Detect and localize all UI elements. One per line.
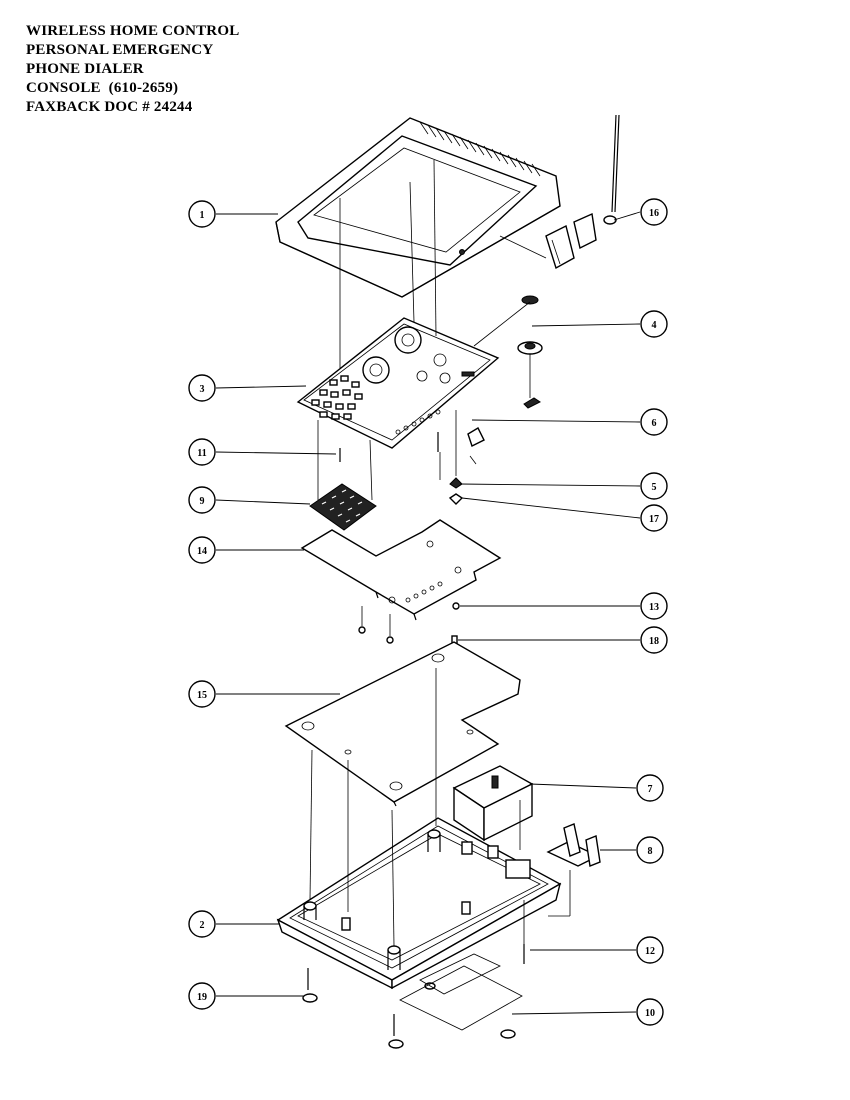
svg-text:18: 18 — [649, 636, 659, 647]
leader-lines — [215, 211, 641, 1015]
callout-8: 8 — [636, 836, 664, 864]
svg-text:2: 2 — [200, 920, 205, 931]
svg-text:11: 11 — [197, 448, 206, 459]
svg-text:19: 19 — [197, 992, 207, 1003]
svg-text:9: 9 — [200, 496, 205, 507]
svg-text:4: 4 — [652, 320, 657, 331]
title-line: FAXBACK DOC # 24244 — [26, 99, 193, 115]
callout-7: 7 — [636, 774, 664, 802]
callout-12: 12 — [636, 936, 664, 964]
keypad-plate-part — [296, 317, 500, 449]
assembly-guide-lines — [309, 159, 571, 947]
title-line: PHONE DIALER — [26, 61, 144, 77]
small-knob-part — [449, 477, 463, 489]
led-holes — [395, 409, 441, 435]
callout-19: 19 — [188, 982, 216, 1010]
board-screw-part — [358, 602, 460, 644]
callout-14: 14 — [188, 536, 216, 564]
callout-13: 13 — [640, 592, 668, 620]
switch-part — [467, 427, 485, 465]
callout-2: 2 — [188, 910, 216, 938]
callout-16: 16 — [640, 198, 668, 226]
svg-text:3: 3 — [200, 384, 205, 395]
svg-text:1: 1 — [200, 210, 205, 221]
base-housing-part — [276, 817, 562, 990]
svg-text:16: 16 — [649, 208, 659, 219]
vent-slots — [419, 121, 541, 177]
gasket-part — [448, 493, 464, 505]
callout-9: 9 — [188, 486, 216, 514]
title-line: WIRELESS HOME CONTROL — [26, 23, 240, 39]
callout-15: 15 — [188, 680, 216, 708]
foot-part — [302, 982, 516, 1049]
svg-text:6: 6 — [652, 418, 657, 429]
title-line: PERSONAL EMERGENCY — [26, 42, 214, 58]
svg-text:17: 17 — [649, 514, 659, 525]
insulator-sheet-part — [284, 641, 521, 807]
board-components — [388, 540, 462, 604]
svg-text:7: 7 — [648, 784, 653, 795]
callout-3: 3 — [188, 374, 216, 402]
callout-6: 6 — [640, 408, 668, 436]
label-sheet-part — [399, 953, 523, 1031]
callout-17: 17 — [640, 504, 668, 532]
callout-18: 18 — [640, 626, 668, 654]
svg-text:15: 15 — [197, 690, 207, 701]
title-line: CONSOLE (610-2659) — [26, 80, 179, 96]
callout-5: 5 — [640, 472, 668, 500]
svg-text:12: 12 — [645, 946, 655, 957]
callout-4: 4 — [640, 310, 668, 338]
screw-part — [339, 432, 439, 462]
callout-labels: 1 16 4 3 6 11 5 9 17 14 13 18 15 7 8 2 1… — [188, 198, 668, 1026]
antenna-part — [545, 114, 620, 270]
speaker-part — [517, 295, 543, 409]
svg-text:5: 5 — [652, 482, 657, 493]
svg-text:10: 10 — [645, 1008, 655, 1019]
top-cover-part — [275, 117, 561, 298]
callout-11: 11 — [188, 438, 216, 466]
callout-1: 1 — [188, 200, 216, 228]
rubber-keypad-part — [309, 483, 377, 531]
svg-text:8: 8 — [648, 846, 653, 857]
keypad-holes — [311, 375, 363, 420]
svg-text:13: 13 — [649, 602, 659, 613]
base-screw-part — [307, 944, 525, 1036]
bracket-part — [546, 823, 601, 867]
circuit-board-part — [300, 519, 502, 621]
svg-text:14: 14 — [197, 546, 207, 557]
callout-10: 10 — [636, 998, 664, 1026]
document-title: WIRELESS HOME CONTROL PERSONAL EMERGENCY… — [26, 22, 239, 117]
transformer-box-part — [452, 765, 534, 842]
